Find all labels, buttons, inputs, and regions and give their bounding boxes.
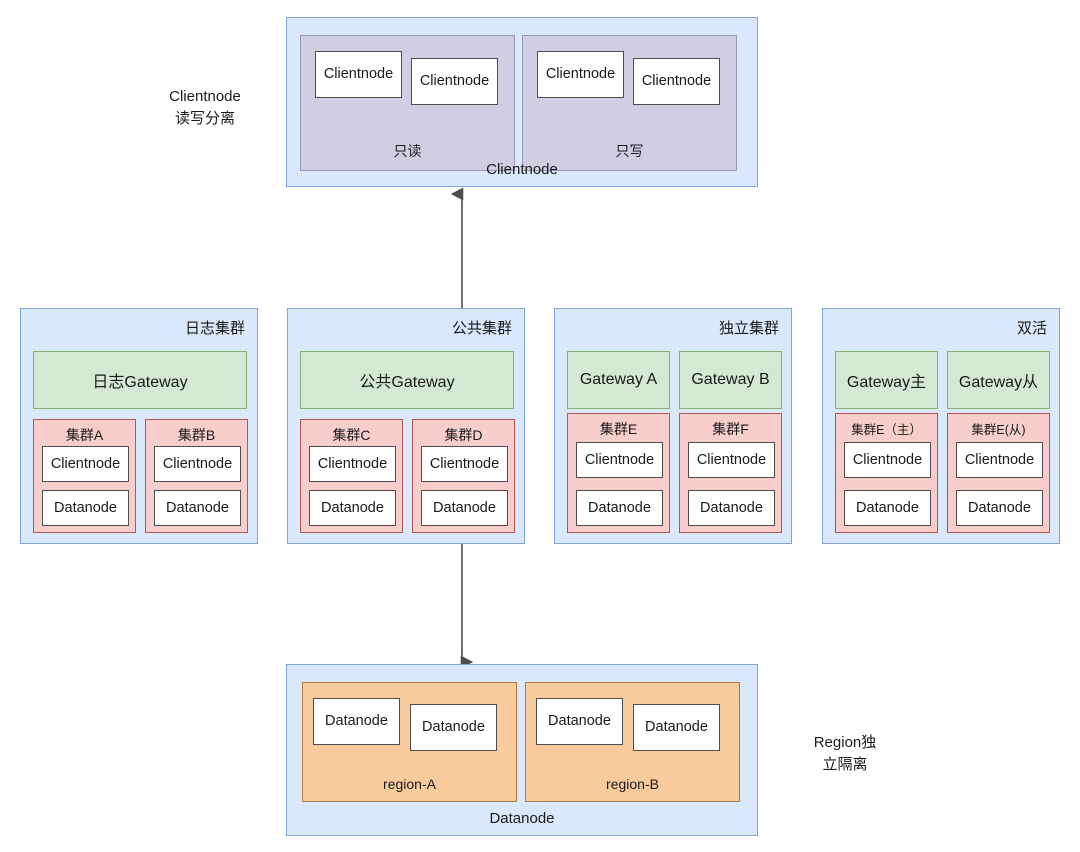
cluster-e-slave-clientnode[interactable]: Clientnode [956,442,1043,478]
gateway-b-label: Gateway B [691,371,770,388]
cluster-a-label: 集群A [65,427,104,443]
cluster-c[interactable]: 集群C Clientnode Datanode [300,419,403,533]
gateway-b[interactable]: Gateway B [679,351,782,409]
region-b-label: region-B [606,776,659,792]
cluster-a-clientnode[interactable]: Clientnode [42,446,129,482]
cluster-e-slave-label: 集群E(从) [971,423,1026,437]
clientnode-side-label: Clientnode 读写分离 [140,86,270,130]
region-a-group[interactable]: Datanode Datanode region-A [302,682,517,802]
cluster-f-clientnode[interactable]: Clientnode [688,442,775,478]
panel-independent-cluster-title: 独立集群 [718,320,779,337]
cluster-e-master-label: 集群E（主） [851,423,922,437]
clientnode-node[interactable]: Clientnode [537,51,624,98]
region-side-label-line2: 立隔离 [822,755,868,773]
cluster-b-datanode[interactable]: Datanode [154,490,241,526]
cluster-d-datanode[interactable]: Datanode [421,490,508,526]
cluster-b-label: 集群B [177,427,216,443]
panel-log-cluster-title: 日志集群 [184,320,245,337]
gateway-master-label: Gateway主 [846,374,927,391]
clientnode-group-read[interactable]: Clientnode Clientnode 只读 [300,35,515,171]
cluster-c-datanode[interactable]: Datanode [309,490,396,526]
cluster-f-datanode[interactable]: Datanode [688,490,775,526]
datanode-block-caption: Datanode [489,810,555,827]
cluster-e[interactable]: 集群E Clientnode Datanode [567,413,670,533]
cluster-c-clientnode[interactable]: Clientnode [309,446,396,482]
gateway-a[interactable]: Gateway A [567,351,670,409]
cluster-e-slave[interactable]: 集群E(从) Clientnode Datanode [947,413,1050,533]
gateway-master[interactable]: Gateway主 [835,351,938,409]
cluster-e-master[interactable]: 集群E（主） Clientnode Datanode [835,413,938,533]
clientnode-side-label-line2: 读写分离 [174,109,235,127]
cluster-b[interactable]: 集群B Clientnode Datanode [145,419,248,533]
cluster-b-clientnode[interactable]: Clientnode [154,446,241,482]
region-a-datanode[interactable]: Datanode [313,698,400,745]
cluster-d[interactable]: 集群D Clientnode Datanode [412,419,515,533]
gateway-log-label: 日志Gateway [92,374,188,391]
cluster-d-label: 集群D [444,427,483,443]
region-b-datanode[interactable]: Datanode [633,704,720,751]
panel-independent-cluster[interactable]: 独立集群 Gateway A Gateway B 集群E Clientnode … [554,308,792,544]
gateway-log[interactable]: 日志Gateway [33,351,247,409]
clientnode-node[interactable]: Clientnode [315,51,402,98]
gateway-slave-label: Gateway从 [958,374,1039,391]
cluster-e-datanode[interactable]: Datanode [576,490,663,526]
gateway-a-label: Gateway A [579,371,658,388]
cluster-a-datanode[interactable]: Datanode [42,490,129,526]
cluster-f-label: 集群F [712,421,749,437]
region-b-datanode[interactable]: Datanode [536,698,623,745]
region-side-label: Region独 立隔离 [780,732,910,776]
cluster-c-label: 集群C [332,427,371,443]
clientnode-group-write-label: 只写 [615,143,644,159]
clientnode-group-read-label: 只读 [393,143,422,159]
panel-dual-active-title: 双活 [1016,320,1047,337]
cluster-e-master-clientnode[interactable]: Clientnode [844,442,931,478]
panel-dual-active[interactable]: 双活 Gateway主 Gateway从 集群E（主） Clientnode D… [822,308,1060,544]
region-b-group[interactable]: Datanode Datanode region-B [525,682,740,802]
region-side-label-line1: Region独 [813,734,877,751]
clientnode-group-write[interactable]: Clientnode Clientnode 只写 [522,35,737,171]
cluster-f[interactable]: 集群F Clientnode Datanode [679,413,782,533]
region-a-datanode[interactable]: Datanode [410,704,497,751]
clientnode-block-caption: Clientnode [486,161,558,178]
panel-public-cluster[interactable]: 公共集群 公共Gateway 集群C Clientnode Datanode 集… [287,308,525,544]
datanode-block[interactable]: Datanode Datanode region-A Datanode Data… [286,664,758,836]
gateway-slave[interactable]: Gateway从 [947,351,1050,409]
cluster-e-label: 集群E [599,421,638,437]
cluster-d-clientnode[interactable]: Clientnode [421,446,508,482]
cluster-e-master-datanode[interactable]: Datanode [844,490,931,526]
cluster-e-slave-datanode[interactable]: Datanode [956,490,1043,526]
clientnode-block[interactable]: Clientnode Clientnode 只读 Clientnode Clie… [286,17,758,187]
gateway-public[interactable]: 公共Gateway [300,351,514,409]
clientnode-side-label-line1: Clientnode [169,88,241,105]
panel-public-cluster-title: 公共集群 [451,320,512,337]
region-a-label: region-A [383,776,436,792]
cluster-a[interactable]: 集群A Clientnode Datanode [33,419,136,533]
clientnode-node[interactable]: Clientnode [411,58,498,105]
cluster-e-clientnode[interactable]: Clientnode [576,442,663,478]
gateway-public-label: 公共Gateway [359,374,455,391]
clientnode-node[interactable]: Clientnode [633,58,720,105]
panel-log-cluster[interactable]: 日志集群 日志Gateway 集群A Clientnode Datanode 集… [20,308,258,544]
